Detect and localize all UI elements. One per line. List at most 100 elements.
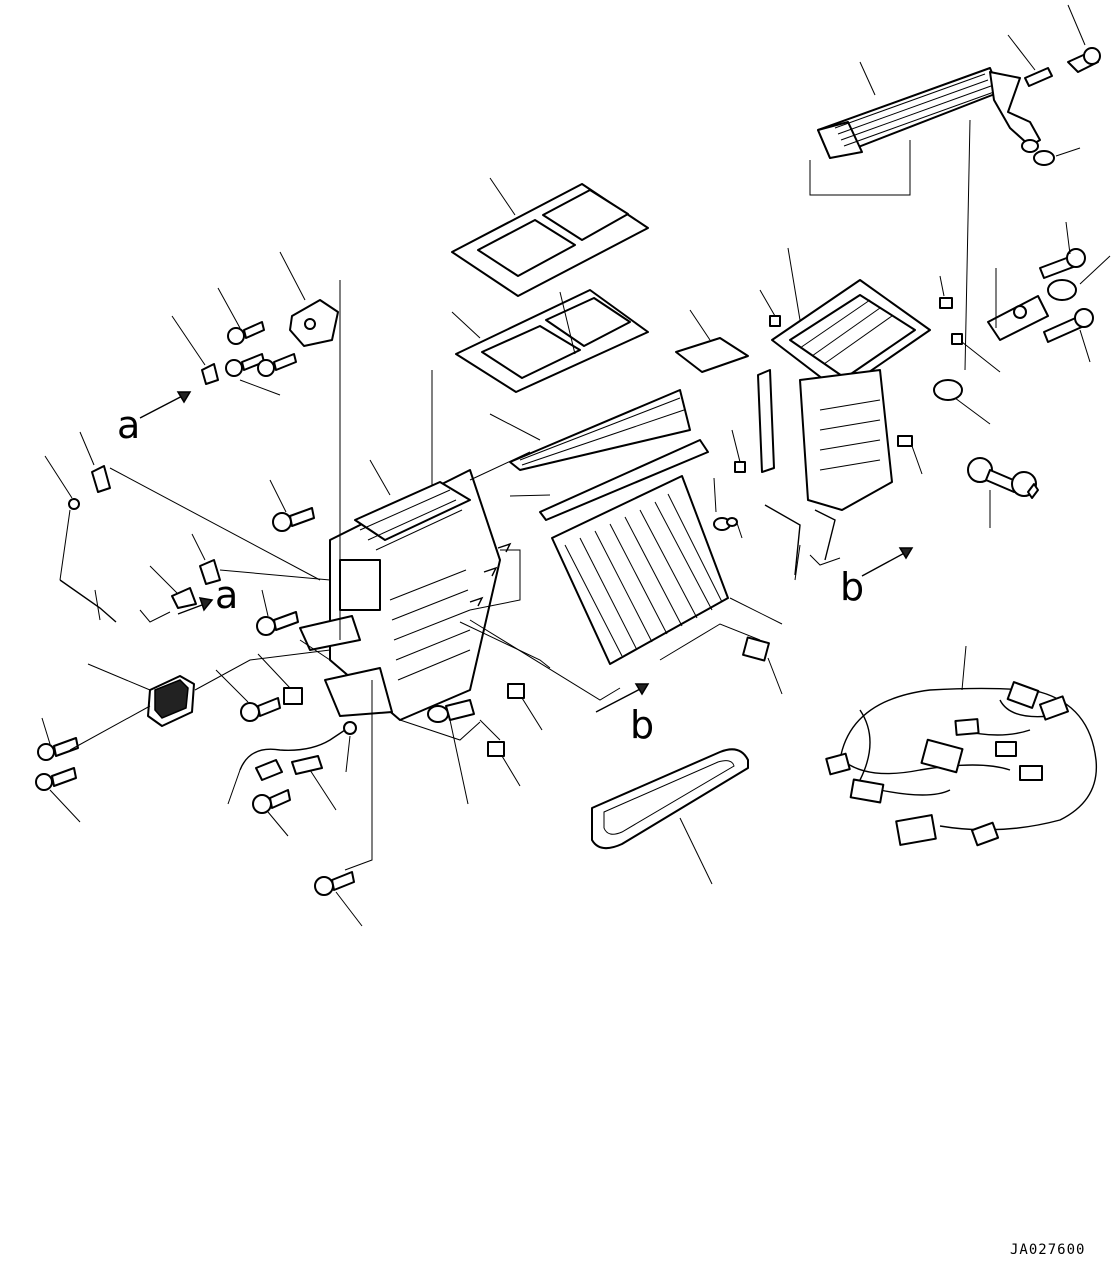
screw-left-a [37,737,79,761]
blower-switch [147,675,195,727]
leader-line [149,565,179,595]
leader-line [559,291,576,355]
leader-line [509,494,551,497]
leader-line [489,413,541,441]
leader-line [69,705,151,751]
leader-line [1007,34,1036,71]
leader-line [1079,329,1091,363]
leader-line [489,177,516,216]
view-label-a-left: a [117,403,140,447]
leader-line [194,649,331,691]
leader-line [735,519,743,539]
leader-line [191,533,206,561]
leader-line [269,479,287,513]
leader-line [911,445,923,475]
view-arrow-b-bottom [595,683,650,713]
leader-line [729,597,783,625]
leader-line [713,477,717,513]
hose-clamp [933,379,963,401]
evaporator-core [551,475,729,665]
lever-link [201,363,219,385]
filter-grille [509,389,691,471]
leader-line [451,311,481,339]
leader-line [964,119,971,371]
blower-case-upper [771,279,931,393]
leader-line [261,589,269,617]
air-filter-lower [455,289,649,393]
leader-line [449,719,469,805]
leader-line [1079,255,1111,285]
filter-seal-strip [539,439,709,521]
leader-line [239,379,281,396]
leader-line [139,609,171,623]
leader-line [49,789,81,823]
screw-bottom [314,871,355,896]
leader-line [399,719,481,741]
blower-case-lower [799,369,893,511]
leader-line [759,289,776,317]
leader-line [94,589,101,621]
blower-duct-plate [757,369,775,473]
leader-line [87,663,151,691]
leader-line [219,569,331,581]
leader-line [479,719,501,741]
pipe-grommet [1021,139,1055,166]
screw-unit-1 [272,507,315,532]
leader-line [521,697,543,731]
leader-line [469,451,531,481]
leader-line [267,811,289,837]
screw-left-b [35,767,77,791]
leader-line [369,459,391,496]
view-label-b-right: b [840,565,864,609]
thermistor-harness [239,721,357,781]
view-label-a-mid: a [215,573,238,617]
leader-line [299,639,331,661]
servo-motor [289,299,339,347]
view-arrow-b-right [861,547,914,577]
leader-line [794,544,801,581]
leader-line [345,735,351,773]
view-arrow-a-mid [177,597,214,615]
leader-line [1067,4,1086,46]
screw-thermistor [252,789,291,814]
screw-pair-right [1039,248,1094,343]
leader-line [227,769,241,805]
wiring-harness [825,681,1098,847]
case-packing [675,337,749,373]
drain-hose [764,504,836,576]
leader-line [501,755,521,787]
leader-line [279,251,306,301]
sensor-wire [659,623,761,661]
leader-line [109,467,321,581]
clip-small [897,297,963,447]
damper-link-rod [59,465,117,623]
leader-line [1055,147,1081,157]
bolt-mid-bottom [427,699,475,723]
bolt-pair-case [967,457,1039,499]
leader-line [469,619,621,701]
leader-line [787,247,801,321]
screw-unit-3 [240,697,281,722]
screw-unit-2 [256,611,299,636]
leader-line [344,680,373,871]
leader-line [809,554,841,566]
resistor-bracket [987,295,1049,341]
leader-line [171,315,206,366]
air-filter-upper [451,183,649,297]
view-label-b-bottom: b [630,703,654,747]
relay [283,687,303,705]
leader-line [679,817,713,885]
duct-packing [591,748,749,850]
leader-line [257,653,291,689]
heater-core [817,67,1041,159]
leader-line [41,717,51,745]
clip-nut-a [507,683,525,699]
expansion-valve [713,517,738,531]
leader-line [809,140,911,196]
leader-line [859,61,876,96]
leader-line [939,275,945,297]
leader-line [689,309,711,341]
air-conditioner-unit-case [299,469,501,721]
clip-nut-b [487,741,505,757]
drawing-code: JA027600 [1010,1242,1085,1258]
